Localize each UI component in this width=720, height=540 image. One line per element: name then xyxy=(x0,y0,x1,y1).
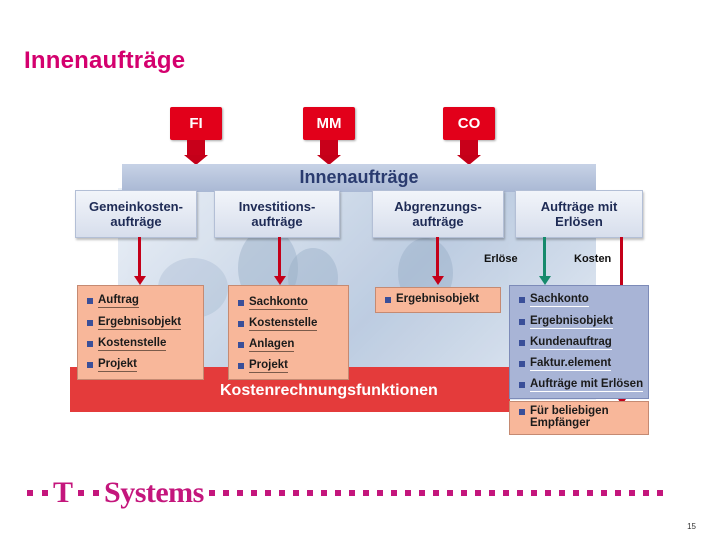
page-title: Innenaufträge xyxy=(24,47,186,74)
category-label: Gemeinkosten- aufträge xyxy=(89,199,183,229)
category-investment-orders: Investitions- aufträge xyxy=(214,190,340,238)
list-item: Sachkonto xyxy=(229,292,348,313)
bullet-icon xyxy=(519,381,525,388)
bullet-icon xyxy=(519,360,525,367)
category-label: Investitions- aufträge xyxy=(238,199,316,229)
category-label: Abgrenzungs- aufträge xyxy=(394,199,482,229)
bullet-icon xyxy=(519,339,525,346)
orders-banner: Innenaufträge xyxy=(122,164,596,192)
logo-dots-mid xyxy=(78,490,100,496)
list-accrual: Ergebnisobjekt xyxy=(375,287,501,313)
category-label: Aufträge mit Erlösen xyxy=(540,199,618,229)
bullet-icon xyxy=(519,409,525,415)
source-co-arrowhead xyxy=(457,155,481,165)
list-item: Projekt xyxy=(78,354,203,375)
source-mm: MM xyxy=(303,107,355,140)
bullet-icon xyxy=(238,341,244,348)
logo-dots-right xyxy=(208,490,663,496)
list-overhead: Auftrag Ergebnisobjekt Kostenstelle Proj… xyxy=(77,285,204,380)
page-number: 15 xyxy=(687,522,696,531)
arrow-investment xyxy=(278,237,281,277)
arrow-investment-head xyxy=(273,276,286,285)
t-systems-logo: T Systems xyxy=(27,476,663,509)
list-item: Kundenauftrag xyxy=(510,332,648,353)
arrow-revenue-green xyxy=(543,237,546,277)
category-revenue-orders: Aufträge mit Erlösen xyxy=(515,190,643,238)
arrow-costs-head xyxy=(615,396,628,405)
list-item: Auftrag xyxy=(78,290,203,311)
bullet-icon xyxy=(519,318,525,325)
source-mm-arrowhead xyxy=(317,155,341,165)
category-overhead-orders: Gemeinkosten- aufträge xyxy=(75,190,197,238)
source-mm-arrow xyxy=(320,140,338,156)
list-item: Ergebnisobjekt xyxy=(78,312,203,333)
source-co-arrow xyxy=(460,140,478,156)
arrow-accrual-head xyxy=(431,276,444,285)
source-co: CO xyxy=(443,107,495,140)
logo-t: T xyxy=(53,476,74,509)
list-item: Ergebnisobjekt xyxy=(376,289,500,310)
list-item: Anlagen xyxy=(229,334,348,355)
label-revenue: Erlöse xyxy=(484,253,518,265)
source-fi-arrow xyxy=(187,140,205,156)
list-item: Ergebnisobjekt xyxy=(510,311,648,332)
bullet-icon xyxy=(238,320,244,327)
category-accrual-orders: Abgrenzungs- aufträge xyxy=(372,190,504,238)
bullet-icon xyxy=(238,299,244,306)
list-investment: Sachkonto Kostenstelle Anlagen Projekt xyxy=(228,285,349,380)
logo-dots-left xyxy=(27,490,48,496)
logo-text: Systems xyxy=(104,476,204,509)
arrow-overhead-head xyxy=(133,276,146,285)
bullet-icon xyxy=(87,340,93,347)
list-item: Sachkonto xyxy=(510,289,648,310)
arrow-accrual xyxy=(436,237,439,277)
arrow-revenue-green-head xyxy=(538,276,551,285)
list-any-receiver: Für beliebigen Empfänger xyxy=(509,401,649,435)
label-costs: Kosten xyxy=(574,253,612,265)
banner-title: Innenaufträge xyxy=(299,167,419,187)
list-item: Für beliebigen Empfänger xyxy=(510,405,648,431)
bullet-icon xyxy=(87,319,93,326)
list-item: Kostenstelle xyxy=(229,313,348,334)
bullet-icon xyxy=(238,362,244,369)
list-revenue: Sachkonto Ergebnisobjekt Kundenauftrag F… xyxy=(509,285,649,399)
list-item: Faktur.element xyxy=(510,353,648,374)
cost-accounting-functions-label: Kostenrechnungsfunktionen xyxy=(220,382,438,399)
source-fi-arrowhead xyxy=(184,155,208,165)
bullet-icon xyxy=(87,361,93,368)
bullet-icon xyxy=(385,296,391,303)
bullet-icon xyxy=(519,296,525,303)
list-item: Projekt xyxy=(229,355,348,376)
source-fi: FI xyxy=(170,107,222,140)
bullet-icon xyxy=(87,297,93,304)
list-item: Aufträge mit Erlösen xyxy=(510,374,648,395)
arrow-overhead xyxy=(138,237,141,277)
list-item: Kostenstelle xyxy=(78,333,203,354)
